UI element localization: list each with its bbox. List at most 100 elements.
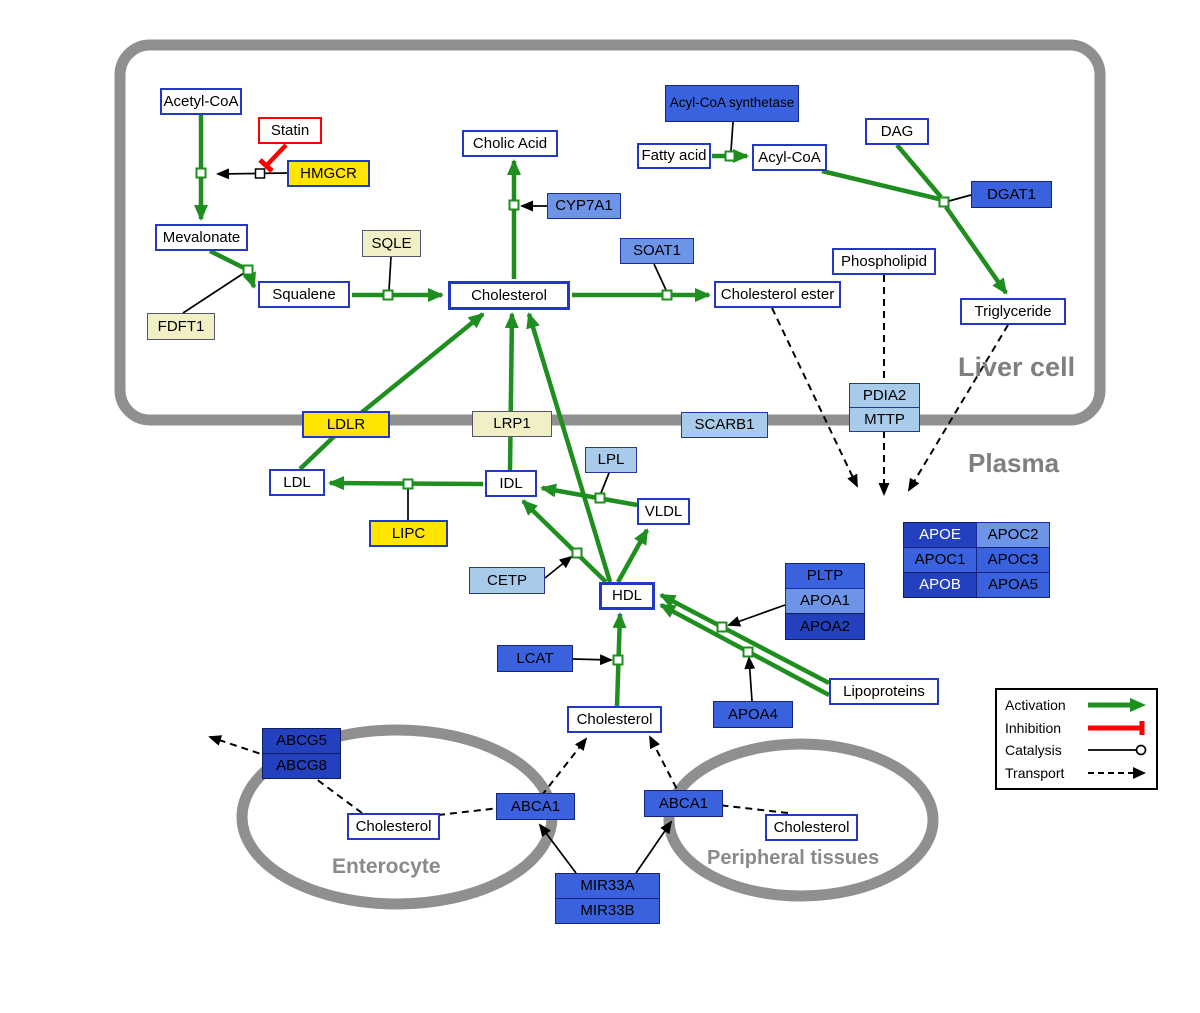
node-acetyl-coa[interactable]: Acetyl-CoA xyxy=(160,88,242,115)
node-mevalonate[interactable]: Mevalonate xyxy=(155,224,248,251)
node-cholesterol-plasma[interactable]: Cholesterol xyxy=(567,706,662,733)
node-apoa4[interactable]: APOA4 xyxy=(713,701,793,728)
catalysis-edges xyxy=(182,121,972,874)
edge-apoa4-catalysis xyxy=(744,656,756,702)
node-pltp[interactable]: PLTP xyxy=(785,563,865,589)
edge-ldl-ldlr-cholesterol xyxy=(298,312,485,471)
liver-cell-label: Liver cell xyxy=(958,352,1076,382)
catalysis-circle-icon xyxy=(1088,744,1147,756)
edge-lcat-catalysis xyxy=(572,654,613,666)
node-mir33a[interactable]: MIR33A xyxy=(555,873,660,899)
legend-row-transport: Transport xyxy=(1005,765,1148,781)
node-abca1-peripheral[interactable]: ABCA1 xyxy=(644,790,723,817)
node-ldlr[interactable]: LDLR xyxy=(302,411,390,438)
node-cholesterol-enterocyte[interactable]: Cholesterol xyxy=(347,813,440,840)
reaction-lipc xyxy=(402,478,414,490)
reaction-fdft1 xyxy=(242,264,254,276)
node-lrp1[interactable]: LRP1 xyxy=(472,411,552,437)
node-fatty-acid[interactable]: Fatty acid xyxy=(637,143,711,169)
node-apoc2[interactable]: APOC2 xyxy=(976,522,1050,548)
edge-cetp-catalysis xyxy=(544,555,573,579)
node-pdia2[interactable]: PDIA2 xyxy=(849,383,920,408)
node-apoa2[interactable]: APOA2 xyxy=(785,613,865,640)
node-hdl[interactable]: HDL xyxy=(599,582,655,610)
node-idl[interactable]: IDL xyxy=(485,470,537,497)
node-sqle[interactable]: SQLE xyxy=(362,230,421,257)
node-mttp[interactable]: MTTP xyxy=(849,407,920,432)
node-acyl-coa-synthetase[interactable]: Acyl-CoA synthetase xyxy=(665,85,799,122)
node-squalene[interactable]: Squalene xyxy=(258,281,350,308)
node-apoc3[interactable]: APOC3 xyxy=(976,547,1050,573)
node-scarb1[interactable]: SCARB1 xyxy=(681,412,768,438)
node-apoa5[interactable]: APOA5 xyxy=(976,572,1050,598)
node-dgat1[interactable]: DGAT1 xyxy=(971,181,1052,208)
edge-soat1-catalysis xyxy=(653,263,667,291)
reaction-lcat xyxy=(612,654,624,666)
node-phospholipid[interactable]: Phospholipid xyxy=(832,248,936,275)
node-abca1-enterocyte[interactable]: ABCA1 xyxy=(496,793,575,820)
edge-hdl-vldl xyxy=(616,528,649,584)
node-ldl[interactable]: LDL xyxy=(269,469,325,496)
legend-catalysis-label: Catalysis xyxy=(1005,742,1062,759)
node-abcg5[interactable]: ABCG5 xyxy=(262,728,341,754)
transport-arrow-icon xyxy=(1088,766,1146,779)
inhibition-edges xyxy=(258,143,288,173)
node-cholesterol-peripheral[interactable]: Cholesterol xyxy=(765,814,858,841)
node-mir33b[interactable]: MIR33B xyxy=(555,898,660,924)
reaction-apoa4 xyxy=(742,646,754,658)
node-vldl[interactable]: VLDL xyxy=(637,498,690,525)
legend-activation-label: Activation xyxy=(1005,697,1066,714)
edge-idl-lrp1-cholesterol xyxy=(504,312,519,471)
plasma-label: Plasma xyxy=(968,448,1060,478)
node-lipoproteins[interactable]: Lipoproteins xyxy=(829,678,939,705)
node-apob[interactable]: APOB xyxy=(903,572,977,598)
edge-apoa-stack-catalysis xyxy=(727,604,786,627)
node-lcat[interactable]: LCAT xyxy=(497,645,573,672)
node-fdft1[interactable]: FDFT1 xyxy=(147,313,215,340)
reaction-acylcoasynthetase xyxy=(724,150,736,162)
statin-tbar xyxy=(258,158,274,173)
node-cyp7a1[interactable]: CYP7A1 xyxy=(547,193,621,219)
legend-row-inhibition: Inhibition xyxy=(1005,720,1148,736)
node-cholesterol-liver[interactable]: Cholesterol xyxy=(448,281,570,310)
reaction-cetp xyxy=(571,547,583,559)
node-lpl[interactable]: LPL xyxy=(585,447,637,473)
node-lipc[interactable]: LIPC xyxy=(369,520,448,547)
node-triglyceride[interactable]: Triglyceride xyxy=(960,298,1066,325)
node-soat1[interactable]: SOAT1 xyxy=(620,238,694,264)
node-apoc1[interactable]: APOC1 xyxy=(903,547,977,573)
node-hmgcr[interactable]: HMGCR xyxy=(287,160,370,187)
edge-acylcoa-dgat1junction xyxy=(821,168,940,202)
edge-statin-inhibition xyxy=(265,143,288,167)
edge-dgat1junction-triglyceride xyxy=(944,205,1008,295)
reaction-statin-target xyxy=(254,168,266,179)
node-dag[interactable]: DAG xyxy=(865,118,929,145)
reaction-hmgcr xyxy=(195,167,207,179)
edge-sqle-catalysis xyxy=(388,256,392,291)
activation-arrow-icon xyxy=(1088,698,1146,713)
reaction-dgat1 xyxy=(938,196,950,208)
reaction-apoa-stack xyxy=(716,621,728,633)
node-statin[interactable]: Statin xyxy=(258,117,322,144)
node-cholic-acid[interactable]: Cholic Acid xyxy=(462,130,558,157)
node-cetp[interactable]: CETP xyxy=(469,567,545,594)
edge-mir33-abca1-right xyxy=(635,820,673,874)
edge-dgat1-catalysis xyxy=(948,194,972,202)
node-acyl-coa[interactable]: Acyl-CoA xyxy=(752,144,827,171)
node-abcg8[interactable]: ABCG8 xyxy=(262,753,341,779)
node-apoa1[interactable]: APOA1 xyxy=(785,588,865,614)
node-cholesterol-ester[interactable]: Cholesterol ester xyxy=(714,281,841,308)
legend: Activation Inhibition Catalysis Transpor… xyxy=(995,688,1158,790)
inhibition-tbar-icon xyxy=(1088,720,1145,735)
node-apoe[interactable]: APOE xyxy=(903,522,977,548)
edge-fdft1-catalysis xyxy=(182,272,245,314)
edge-hdl-idl-cetp xyxy=(521,499,608,584)
edge-hmgcr-catalysis xyxy=(216,168,288,180)
legend-inhibition-label: Inhibition xyxy=(1005,719,1062,736)
reaction-lpl xyxy=(594,492,606,504)
edge-acylcoasynthetase-catalysis xyxy=(730,121,734,152)
legend-row-activation: Activation xyxy=(1005,697,1148,713)
liver-cell-membrane xyxy=(114,39,1106,426)
